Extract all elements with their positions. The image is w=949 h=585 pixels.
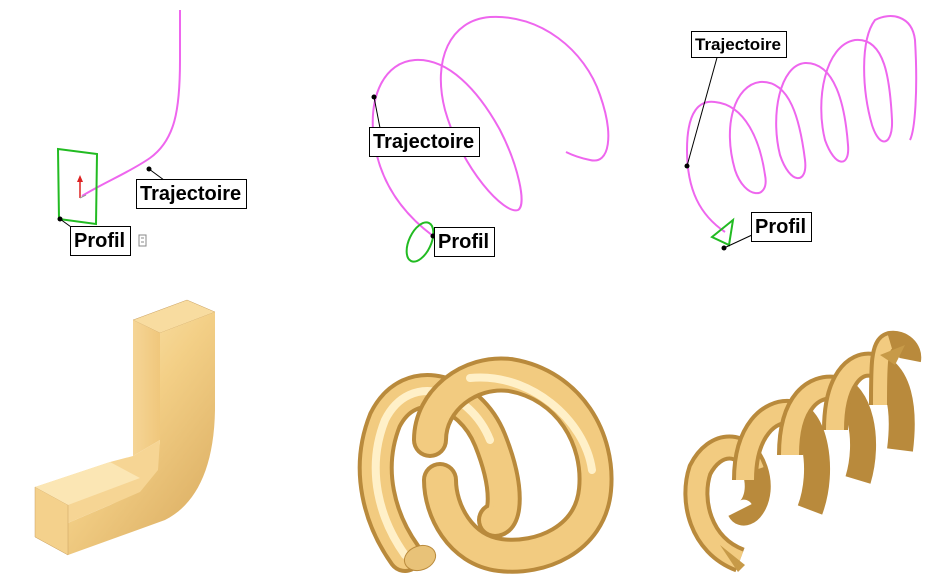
panel-3-wireframe [684, 15, 918, 251]
small-marker-icon [138, 234, 147, 247]
panel-3-profile-label: Profil [751, 212, 813, 242]
panel-2-profile-label: Profil [434, 227, 496, 257]
triangular-spring-solid [683, 330, 922, 573]
leader-trajectory-2 [373, 96, 381, 129]
profile-rectangle-1 [56, 147, 99, 226]
panel-1-wireframe [56, 10, 181, 247]
panel-3-trajectory-label: Trajectoire [691, 31, 787, 58]
trajectory-spiral-3 [685, 15, 918, 233]
axis-triad-icon [77, 175, 87, 199]
leader-dot-profile-1 [57, 216, 63, 222]
profile-circle-2 [405, 221, 435, 263]
leader-dot-trajectory-2 [371, 94, 377, 100]
panel-1-profile-label: Profil [70, 226, 132, 256]
leader-dot-trajectory-1 [146, 166, 152, 172]
round-spring-solid [357, 356, 614, 574]
trajectory-helix-2 [371, 15, 610, 237]
panel-1-trajectory-label: Trajectoire [136, 179, 248, 209]
bent-bar-solid [34, 299, 216, 556]
profile-triangle-3 [710, 217, 735, 247]
leader-trajectory-3 [686, 53, 719, 167]
trajectory-curve-1 [81, 10, 181, 197]
leader-dot-trajectory-3 [684, 163, 690, 169]
panel-2-trajectory-label: Trajectoire [369, 127, 481, 157]
leader-dot-profile-3 [721, 245, 727, 251]
leader-profile-3 [723, 234, 753, 249]
